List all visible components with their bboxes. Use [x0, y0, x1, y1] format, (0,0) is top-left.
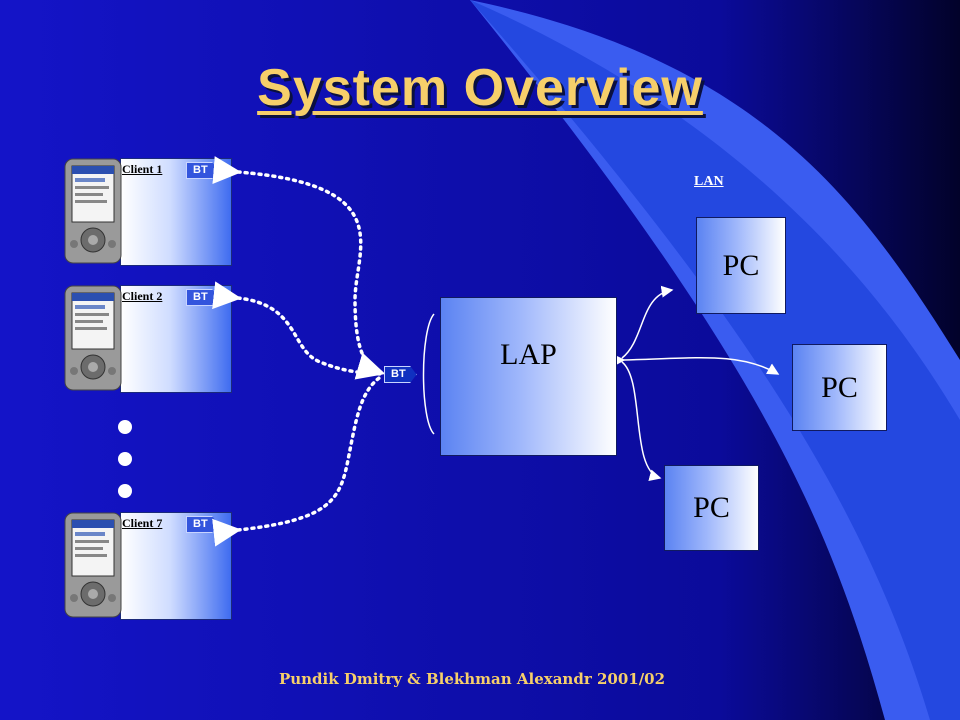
pc-node-1: PC — [696, 217, 786, 314]
lap-bt-badge: BT — [384, 366, 417, 383]
pda-device-icon — [64, 158, 122, 264]
lan-link-pc-3 — [621, 361, 662, 482]
bt-link-client-1 — [212, 156, 386, 380]
ellipsis-dot — [118, 484, 132, 498]
client-label: Client 1 — [122, 162, 163, 176]
client-label: Client 2 — [122, 289, 163, 303]
slide-footer: Pundik Dmitry & Blekhman Alexandr 2001/0… — [278, 670, 666, 688]
bt-badge: BT — [186, 516, 219, 533]
client-label: Client 7 — [122, 516, 163, 530]
slide-title: System Overview — [257, 59, 703, 117]
pda-device-icon — [64, 285, 122, 391]
lan-label: LAN — [694, 174, 724, 189]
pda-device-icon — [64, 512, 122, 618]
ellipsis-dot — [118, 420, 132, 434]
background-arc — [470, 0, 960, 720]
pc-node-2: PC — [792, 344, 887, 431]
lan-link-pc-2 — [613, 354, 780, 375]
pc-label: PC — [722, 248, 760, 282]
pc-node-3: PC — [664, 465, 759, 551]
pc-label: PC — [821, 370, 858, 404]
lap-node: LAP — [440, 297, 617, 456]
lap-label: LAP — [500, 338, 557, 371]
bt-link-client-7 — [212, 374, 384, 547]
ellipsis-dot — [118, 452, 132, 466]
pc-label: PC — [693, 491, 730, 524]
bt-link-client-2 — [212, 281, 384, 376]
lap-bracket — [422, 313, 435, 435]
lan-link-pc-1 — [621, 285, 674, 359]
